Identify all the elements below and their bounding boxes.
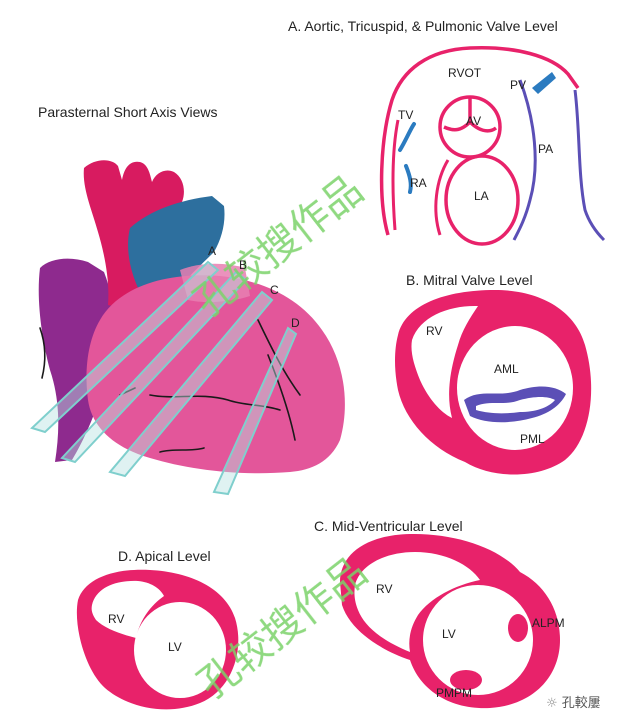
label-pml: PML [520, 432, 545, 446]
plane-label-d: D [291, 316, 300, 330]
pulmonary-artery-shape [128, 196, 225, 300]
label-tv: TV [398, 108, 414, 122]
label-aml: AML [494, 362, 519, 376]
label-av: AV [466, 114, 482, 128]
rv-inner-a [391, 119, 400, 231]
plane-label-b: B [239, 258, 248, 272]
pa-wall-left [512, 79, 537, 241]
imaging-planes [30, 260, 298, 496]
heart-illustration [30, 160, 345, 496]
panel-c-diagram [340, 533, 560, 709]
plane-d [212, 326, 298, 496]
label-alpm: ALPM [532, 616, 565, 630]
watermark-badge: ☼ 孔較屢 [546, 692, 601, 711]
right-atrium-shape [38, 258, 115, 462]
plane-label-c: C [270, 283, 279, 297]
panel-d-title: D. Apical Level [118, 548, 211, 564]
panel-b-title: B. Mitral Valve Level [406, 272, 533, 288]
lv-cavity-d [134, 602, 226, 698]
left-atrium-outline [444, 154, 520, 246]
label-ra: RA [410, 176, 427, 190]
panel-a-diagram [379, 45, 606, 246]
lv-cavity-c [423, 585, 533, 695]
label-la: LA [474, 189, 489, 203]
plane-c [108, 290, 274, 478]
label-rv-d: RV [108, 612, 125, 626]
watermark-badge-text: 孔較屢 [561, 696, 601, 711]
label-rv-c: RV [376, 582, 393, 596]
aortic-valve-cusps [443, 98, 498, 133]
septum-a [434, 159, 450, 236]
plane-b [60, 270, 248, 464]
rv-outline-a [379, 45, 580, 236]
tricuspid-valve [398, 122, 416, 194]
main-title: Parasternal Short Axis Views [38, 104, 218, 120]
pulmonic-valve [532, 72, 556, 94]
label-pv: PV [510, 78, 527, 92]
pa-wall-right [573, 89, 606, 242]
label-lv-d: LV [168, 640, 182, 654]
plane-a [30, 260, 220, 434]
wechat-icon: ☼ [546, 696, 558, 711]
panel-b-diagram [395, 290, 592, 475]
label-pmpm: PMPM [436, 686, 472, 700]
label-pa: PA [538, 142, 554, 156]
plane-label-a: A [208, 244, 217, 258]
panel-c-title: C. Mid-Ventricular Level [314, 518, 463, 534]
label-rv-b: RV [426, 324, 443, 338]
panel-d-diagram [76, 569, 239, 710]
mitral-valve [464, 386, 566, 423]
label-rvot: RVOT [448, 66, 482, 80]
label-lv-c: LV [442, 627, 456, 641]
alpm-muscle [508, 614, 528, 642]
pmpm-muscle [450, 670, 482, 690]
panel-a-title: A. Aortic, Tricuspid, & Pulmonic Valve L… [288, 18, 558, 34]
lv-cavity-b [457, 326, 573, 450]
left-atrium-shape [180, 263, 250, 303]
